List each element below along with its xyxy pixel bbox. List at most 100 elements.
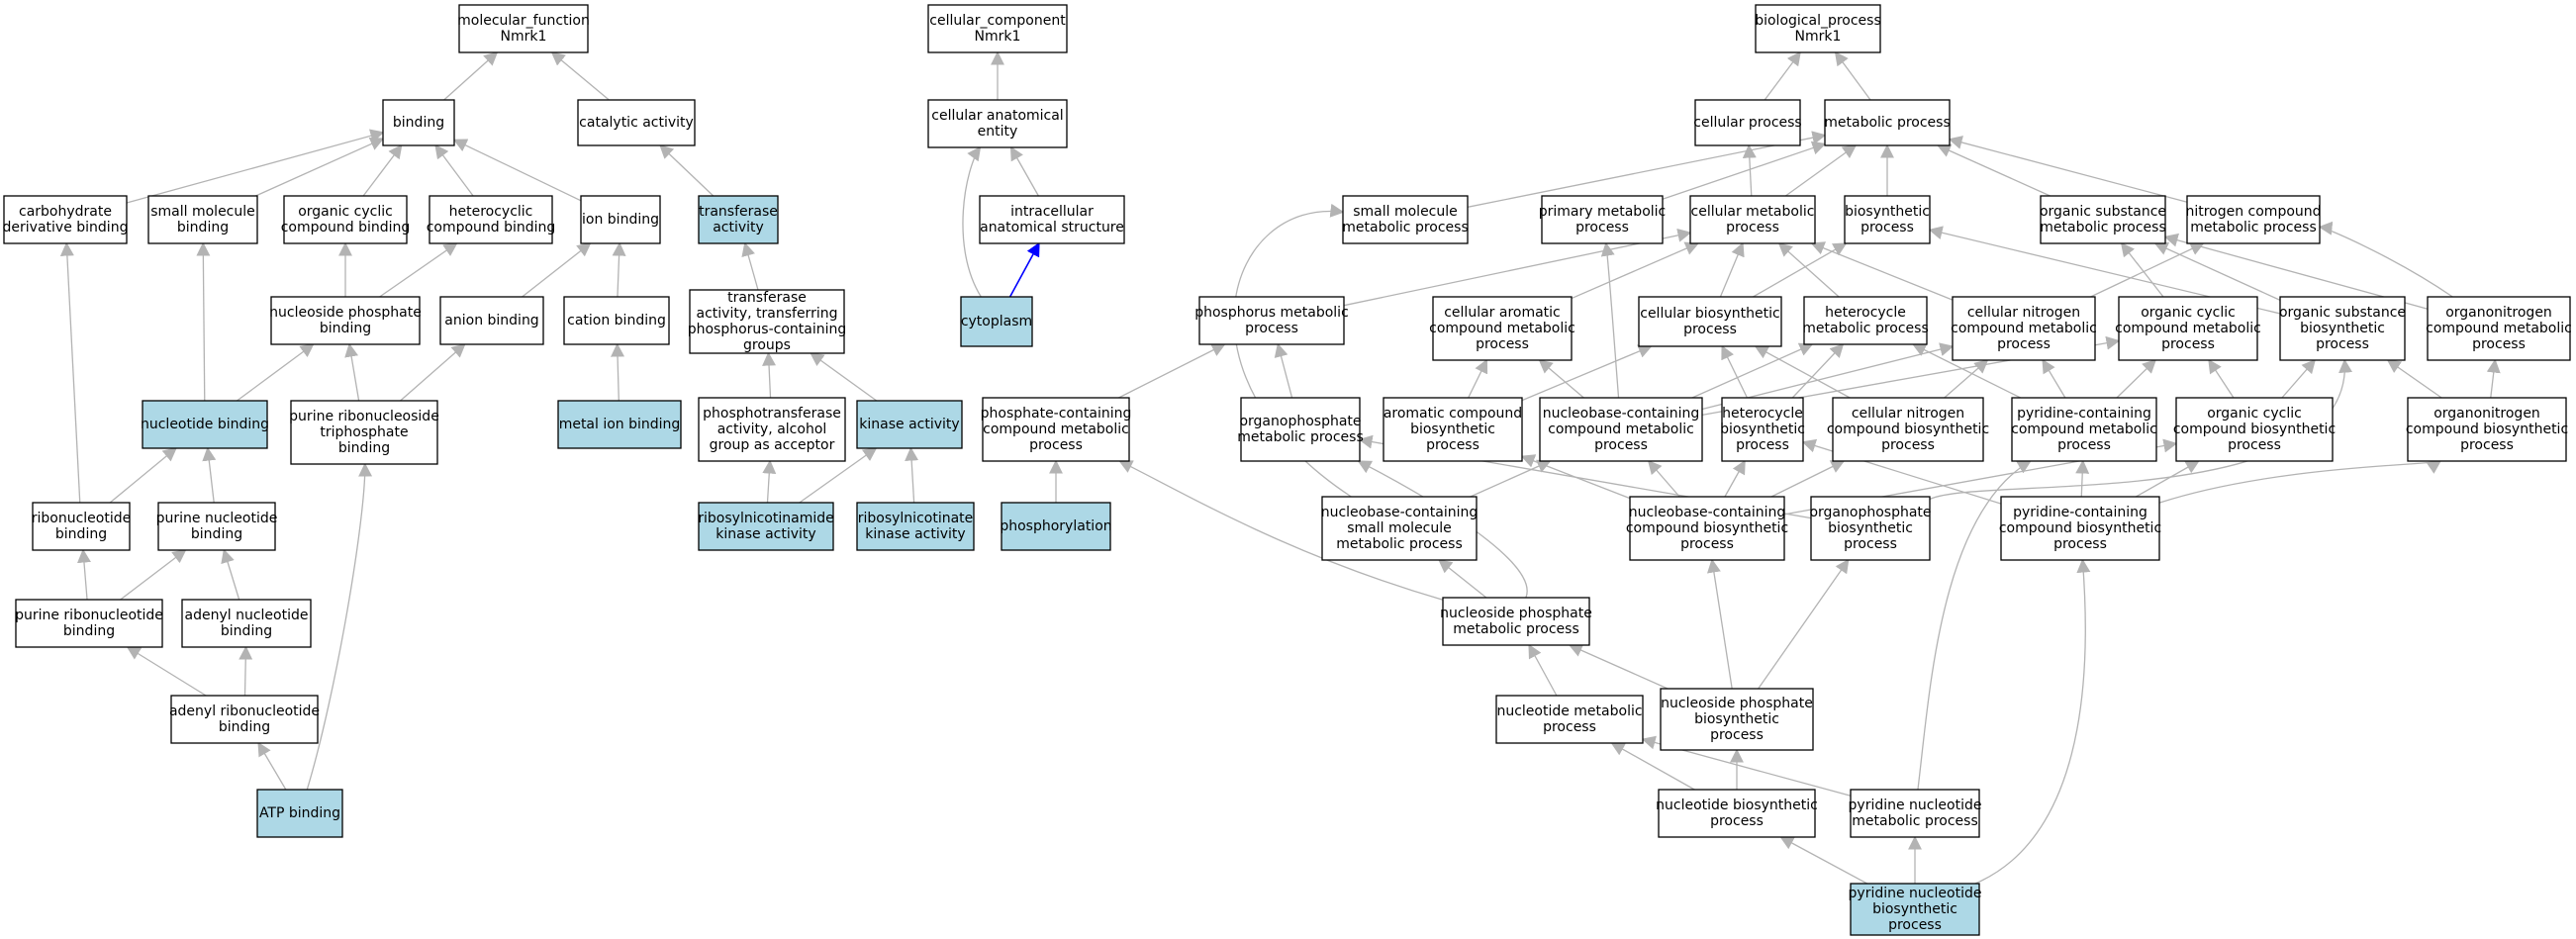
go-term-node-nucleotide-binding[interactable]: nucleotide binding — [141, 400, 269, 449]
node-label-line: cellular aromatic — [1444, 305, 1561, 321]
edge-ribonucleotide-to-carb_deriv — [59, 241, 81, 504]
node-label-line: nucleobase-containing — [1543, 406, 1700, 422]
node-label-line: adenyl nucleotide — [185, 608, 309, 623]
node-box — [1342, 195, 1469, 244]
node-box — [3, 195, 128, 244]
node-label-line: phosphotransferase — [703, 406, 841, 422]
go-term-node-metabolic-process[interactable]: metabolic process — [1824, 99, 1951, 146]
go-term-node-metal-ion[interactable]: metal ion binding — [557, 400, 682, 449]
edge-arom_bios-to-cell_arom_met — [1468, 358, 1488, 399]
node-box — [1660, 688, 1814, 751]
node-box — [1721, 397, 1804, 462]
node-label-line: process — [1736, 437, 1789, 453]
node-label-line: aromatic compound — [1383, 406, 1522, 422]
node-label-line: biosynthetic — [1410, 422, 1495, 437]
edge-hetero_binding-to-binding — [434, 143, 474, 197]
node-box — [698, 195, 779, 244]
node-label-line: binding — [221, 623, 272, 639]
node-label-line: pyridine-containing — [2013, 505, 2147, 520]
node-label-line: process — [1844, 536, 1897, 552]
edge-pyr_cont_bios-to-organonitro_bios — [2158, 460, 2442, 504]
node-label-line: metabolic process — [1342, 220, 1469, 235]
node-label-line: organonitrogen — [2445, 305, 2552, 321]
go-term-node-atp[interactable]: ATP binding — [256, 789, 343, 838]
go-term-node-kinase[interactable]: kinase activity — [856, 400, 963, 449]
node-box — [577, 99, 696, 146]
go-term-node-binding[interactable]: binding — [382, 99, 455, 146]
go-term-node-phosphorylation[interactable]: phosphorylation — [1000, 502, 1112, 551]
go-term-node-cytoplasm[interactable]: cytoplasm — [960, 296, 1033, 347]
go-term-node-anion-binding[interactable]: anion binding — [439, 296, 544, 345]
node-label-line: organic substance — [2279, 305, 2406, 321]
go-term-node-cellular-process[interactable]: cellular process — [1693, 99, 1802, 146]
edge-carb_deriv-to-binding — [126, 129, 385, 204]
node-label-line: process — [2460, 437, 2514, 453]
node-box — [256, 789, 343, 838]
node-label-line: heterocycle — [1825, 305, 1906, 321]
go-term-node-catalytic[interactable]: catalytic activity — [577, 99, 696, 146]
go-term-node-cation-binding[interactable]: cation binding — [563, 296, 670, 345]
node-box — [1850, 789, 1980, 838]
node-label-line: phosphorylation — [1000, 518, 1111, 534]
node-box — [698, 397, 846, 462]
node-label-line: anatomical structure — [980, 220, 1124, 235]
go-term-node-ion-binding[interactable]: ion binding — [580, 195, 661, 244]
node-label-line: process — [1888, 917, 1942, 933]
